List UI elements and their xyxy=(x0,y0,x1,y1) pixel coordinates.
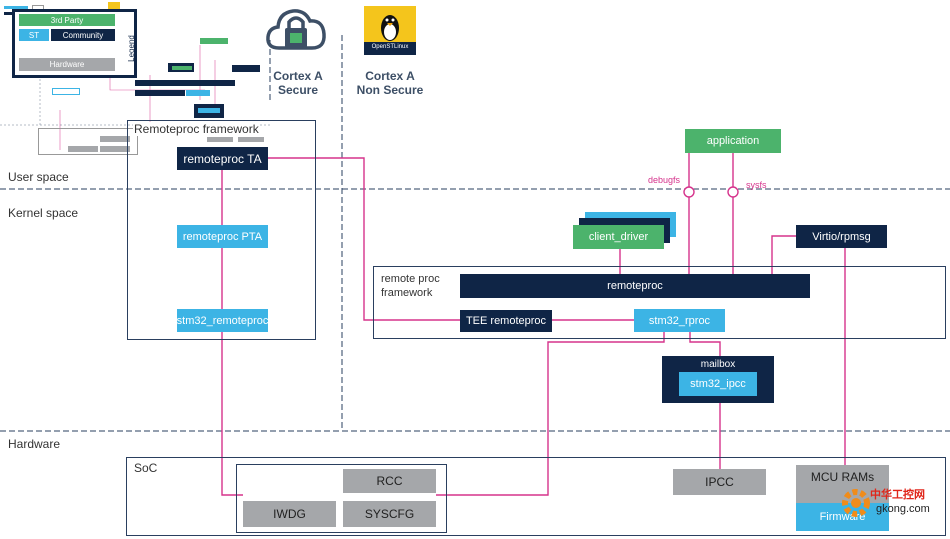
secure-cloud-lock-icon xyxy=(265,4,327,56)
linux-remoteproc-framework xyxy=(373,266,946,339)
secure-framework-title: Remoteproc framework xyxy=(133,122,260,136)
watermark-line1: 中华工控网 xyxy=(870,489,925,501)
mcu-rams-label: MCU RAMs xyxy=(810,470,875,484)
wire-ta-tee-remoteproc xyxy=(268,157,460,321)
sysfs-node xyxy=(727,186,739,198)
openstlinux-logo-text: OpenSTLinux xyxy=(371,44,409,50)
legend-community: Community xyxy=(51,29,115,41)
debugfs-label: debugfs xyxy=(648,175,681,185)
mailbox-label: mailbox xyxy=(700,359,736,370)
sysfs-label: sysfs xyxy=(746,180,767,190)
client-driver: client_driver xyxy=(573,225,664,249)
hardware-label: Hardware xyxy=(8,437,61,451)
user-space-label: User space xyxy=(8,170,69,184)
tux-icon xyxy=(364,15,416,55)
syscfg-box: SYSCFG xyxy=(343,501,436,527)
wire-app-debugfs xyxy=(688,151,700,274)
legend-title: Legend xyxy=(126,35,136,62)
remoteproc-core: remoteproc xyxy=(460,274,810,298)
gear-icon xyxy=(842,489,870,517)
stm32-rproc: stm32_rproc xyxy=(634,309,725,332)
watermark-line2: gkong.com xyxy=(876,503,930,515)
soc-label: SoC xyxy=(134,461,158,475)
rcc-box: RCC xyxy=(343,469,436,493)
legend-hardware: Hardware xyxy=(19,58,115,71)
soc-frame xyxy=(126,457,946,536)
legend: 3rd Party ST Community Hardware Legend xyxy=(12,9,137,78)
legend-third-party: 3rd Party xyxy=(19,14,115,26)
legend-st: ST xyxy=(19,29,49,41)
kernel-space-label: Kernel space xyxy=(8,206,79,220)
wire-virtio-remoteproc xyxy=(771,235,796,274)
remoteproc-ta: remoteproc TA xyxy=(177,147,268,170)
tee-remoteproc: TEE remoteproc xyxy=(460,310,552,332)
secure-remoteproc-framework xyxy=(127,120,316,340)
virtio-rpmsg: Virtio/rpmsg xyxy=(796,225,887,248)
openstlinux-logo: OpenSTLinux xyxy=(364,6,416,55)
application-box: application xyxy=(685,129,781,153)
cortex-a-non-secure-label: Cortex A Non Secure xyxy=(356,69,424,97)
gkong-watermark-logo: 中华工控网 gkong.com xyxy=(836,483,948,523)
overview-miniature xyxy=(0,0,270,160)
ipcc-box: IPCC xyxy=(673,469,766,495)
linux-framework-title: remote proc framework xyxy=(381,273,440,299)
peripherals-group xyxy=(236,464,447,533)
cortex-a-secure-label: Cortex A Secure xyxy=(273,69,323,97)
remoteproc-pta: remoteproc PTA xyxy=(177,225,268,248)
wire-stm32rproc-mailbox xyxy=(689,331,721,356)
iwdg-box: IWDG xyxy=(243,501,336,527)
debugfs-node xyxy=(683,186,695,198)
stm32-remoteproc: stm32_remoteproc xyxy=(177,309,268,332)
stm32-ipcc: stm32_ipcc xyxy=(679,372,757,396)
